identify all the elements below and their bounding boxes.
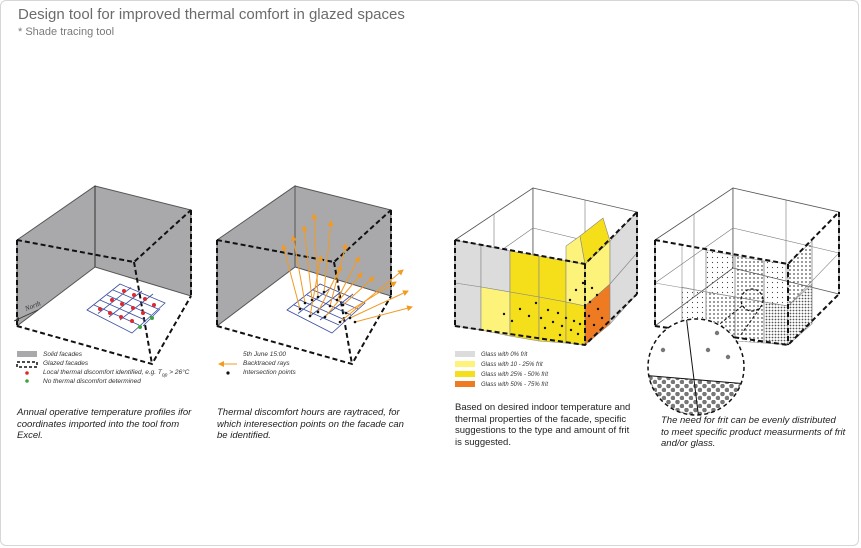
panel-1-caption: Annual operative temperature profiles if… (17, 407, 192, 441)
page-title: Design tool for improved thermal comfort… (18, 6, 405, 23)
legend-item-frit-10-25: Glass with 10 - 25% frit (481, 362, 543, 368)
legend-item-no-discomfort: No thermal discomfort determined (43, 378, 141, 385)
panel-3-legend-symbols (455, 351, 475, 387)
legend-item-intersection-points: Intersection points (243, 369, 296, 376)
legend-item-frit-25-50: Glass with 25% - 50% frit (481, 372, 549, 378)
panel-3-caption: Based on desired indoor temperature and … (455, 402, 631, 448)
panel-1-legend-symbols (16, 351, 38, 383)
panel-2-legend-symbols (218, 361, 237, 375)
legend-item-local-discomfort: Local thermal discomfort identified, e.g… (43, 369, 190, 379)
panel-4-caption: The need for frit can be evenly distribu… (661, 415, 846, 449)
panel-1-legend: Solid facades Glazed facades Local therm… (43, 350, 189, 386)
legend-item-frit-0: Glass with 0% frit (481, 352, 528, 358)
panel-4-model (647, 187, 840, 416)
panel-3-legend: Glass with 0% frit Glass with 10 - 25% f… (481, 350, 548, 390)
legend-item-solid-facades: Solid facades (43, 351, 83, 358)
legend-item-glazed-facades: Glazed facades (43, 360, 89, 367)
panel-1-model (13, 185, 192, 366)
zoom-detail-circle (648, 319, 744, 415)
legend-item-date: 5th June 15:00 (243, 351, 287, 358)
legend-item-frit-50-75: Glass with 50% - 75% frit (481, 382, 549, 388)
panel-2-model (216, 185, 413, 366)
panel-3-model (454, 187, 638, 347)
legend-item-backtraced-rays: Backtraced rays (243, 360, 290, 367)
page-subtitle: * Shade tracing tool (18, 26, 115, 38)
panel-2-caption: Thermal discomfort hours are raytraced, … (217, 407, 404, 441)
zoom-source-circle (740, 288, 764, 312)
panel-2-legend: 5th June 15:00 Backtraced rays Intersect… (243, 350, 296, 377)
